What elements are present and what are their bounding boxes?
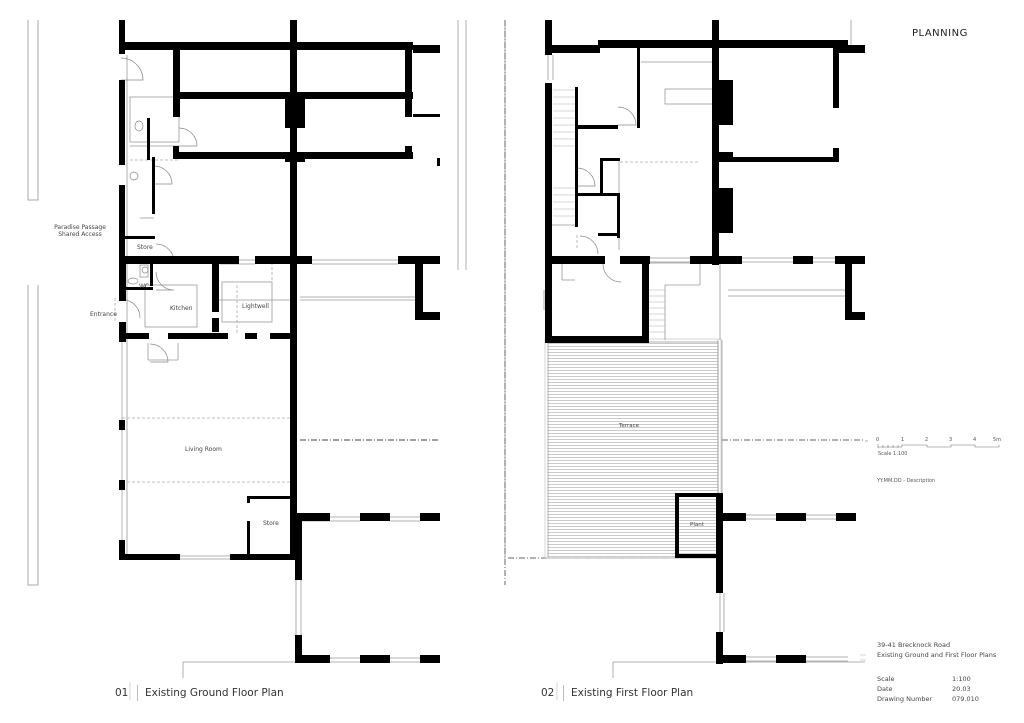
scale-tick-0: 0 [876,437,880,443]
room-label-wc: WC [139,283,150,290]
scale-tick-2: 2 [925,437,929,443]
title-block-row-date: Date 20.03 [877,685,971,693]
room-label-store-ground: Store [137,244,153,251]
room-label-kitchen: Kitchen [170,305,193,312]
plan-title-text: Existing Ground Floor Plan [145,687,284,699]
room-label-living-room: Living Room [185,446,222,453]
room-sublabel-text: Shared Access [58,231,102,238]
title-block-drawing-title: Existing Ground and First Floor Plans [877,651,997,659]
plan-number: 02 [541,687,555,699]
title-block-value: 1:100 [952,675,971,683]
scale-tick-5: 5m [993,437,1002,443]
room-label-entrance: Entrance [90,311,117,318]
title-block-key: Date [877,685,893,693]
title-block-row-drawing-number: Drawing Number 079.010 [877,695,979,703]
scale-tick-1: 1 [901,437,905,443]
passage-boundary [27,20,39,586]
room-label-text: Paradise Passage [54,224,106,231]
first-floor-plan [504,20,865,678]
title-block-key: Scale [877,675,895,683]
title-block-value: 20.03 [952,685,971,693]
title-block-row-scale: Scale 1:100 [877,675,971,683]
title-divider [137,685,138,701]
title-block-key: Drawing Number [877,695,933,703]
room-label-lightwell: Lightwell [242,303,269,310]
ground-floor-plan [114,20,506,678]
room-label-store-rear: Store [263,520,279,527]
plan-title-ground: 01 Existing Ground Floor Plan [115,685,284,701]
plan-title-text: Existing First Floor Plan [571,687,694,699]
room-label-plant: Plant [690,522,704,528]
room-label-terrace: Terrace [619,423,640,429]
plan-title-first: 02 Existing First Floor Plan [541,685,693,701]
revision-note: YY.MM.DD - Description [877,478,936,484]
title-block-value: 079.010 [952,695,979,703]
scale-tick-4: 4 [973,437,977,443]
title-block-project: 39-41 Brecknock Road [877,641,951,649]
plan-number: 01 [115,687,129,699]
planning-status-label: PLANNING [912,28,968,39]
terrace-decking [547,341,719,559]
scale-bar-graphic [865,440,1000,448]
scale-caption: Scale 1:100 [878,451,908,457]
title-divider [563,685,564,701]
scale-tick-3: 3 [949,437,953,443]
room-label-paradise-passage: Paradise Passage Shared Access [54,224,106,238]
